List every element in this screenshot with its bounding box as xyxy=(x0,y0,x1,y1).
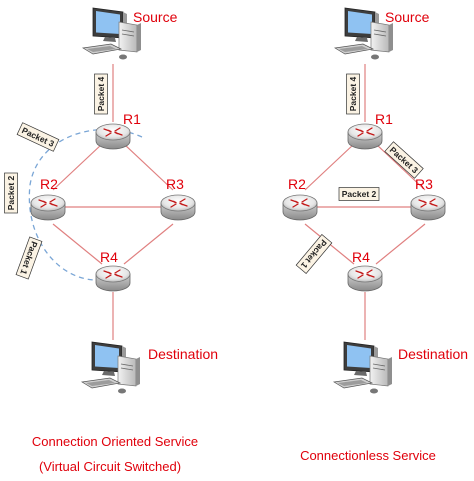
right-links xyxy=(304,64,426,340)
computer-icon xyxy=(81,341,141,394)
destination-label: Destination xyxy=(148,346,218,362)
router-r1-label: R1 xyxy=(123,111,141,127)
packet-tag: Packet 1 xyxy=(295,234,333,274)
svg-text:Packet 2: Packet 2 xyxy=(6,175,16,210)
router-icon xyxy=(347,123,383,150)
svg-text:Packet 2: Packet 2 xyxy=(342,189,377,199)
router-r2-label: R2 xyxy=(288,176,306,192)
router-icon xyxy=(30,194,66,221)
link-r3-r4 xyxy=(123,223,174,265)
left-caption-line1: Connection Oriented Service xyxy=(32,434,198,449)
svg-text:Packet 1: Packet 1 xyxy=(299,238,329,271)
left-panel: Source R1 R2 R3 R4 Destination Packet 4 … xyxy=(4,7,218,474)
right-caption: Connectionless Service xyxy=(300,448,436,463)
router-r3-label: R3 xyxy=(166,176,184,192)
router-r1-label: R1 xyxy=(375,111,393,127)
packet-tag: Packet 3 xyxy=(16,122,60,152)
source-label: Source xyxy=(133,9,178,25)
left-caption-line2: (Virtual Circuit Switched) xyxy=(39,459,181,474)
router-r3-label: R3 xyxy=(415,176,433,192)
destination-label: Destination xyxy=(398,346,468,362)
packet-tag: Packet 2 xyxy=(338,187,380,201)
packet-tag: Packet 4 xyxy=(94,73,108,115)
link-r2-r4 xyxy=(52,223,103,265)
router-r2-label: R2 xyxy=(40,176,58,192)
router-icon xyxy=(160,194,196,221)
svg-text:Packet 1: Packet 1 xyxy=(18,240,39,276)
packet-tag: Packet 2 xyxy=(4,172,18,214)
source-label: Source xyxy=(385,9,430,25)
link-r1-r2 xyxy=(52,143,103,191)
link-r1-r3 xyxy=(123,143,174,191)
right-panel: Source R1 R2 R3 R4 Destination Packet 4 … xyxy=(282,7,468,463)
router-icon xyxy=(282,194,318,221)
link-r1-r3 xyxy=(375,143,426,191)
link-r1-r2 xyxy=(304,143,355,191)
packet-tag: Packet 4 xyxy=(346,73,360,115)
router-icon xyxy=(95,123,131,150)
router-icon xyxy=(95,265,131,292)
svg-text:Packet 4: Packet 4 xyxy=(96,76,106,111)
packet-tag: Packet 3 xyxy=(384,141,424,179)
link-r3-r4 xyxy=(375,223,426,265)
packet-tag: Packet 1 xyxy=(15,236,43,280)
virtual-circuit-path xyxy=(28,128,143,281)
computer-icon xyxy=(333,341,393,394)
router-icon xyxy=(410,194,446,221)
router-icon xyxy=(347,265,383,292)
svg-text:Packet 4: Packet 4 xyxy=(348,76,358,111)
router-r4-label: R4 xyxy=(100,249,118,265)
left-links xyxy=(52,64,174,340)
router-r4-label: R4 xyxy=(352,249,370,265)
